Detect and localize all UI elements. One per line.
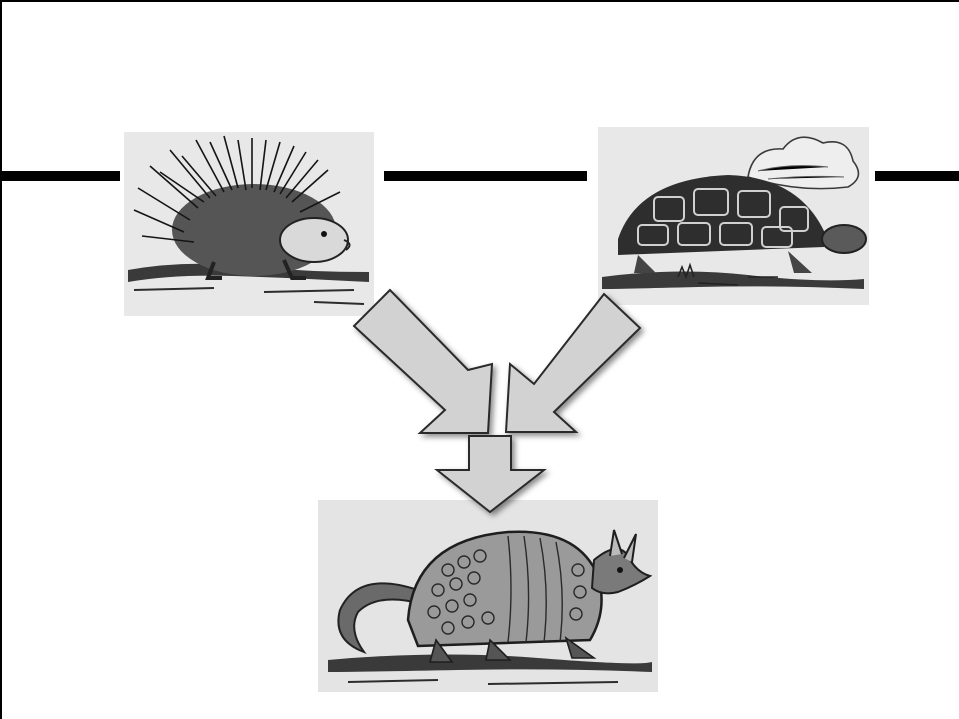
arrow-porcupine-to-armadillo xyxy=(354,290,492,433)
arrow-tortoise-to-armadillo xyxy=(506,294,640,432)
arrow-down-to-result xyxy=(437,436,544,512)
